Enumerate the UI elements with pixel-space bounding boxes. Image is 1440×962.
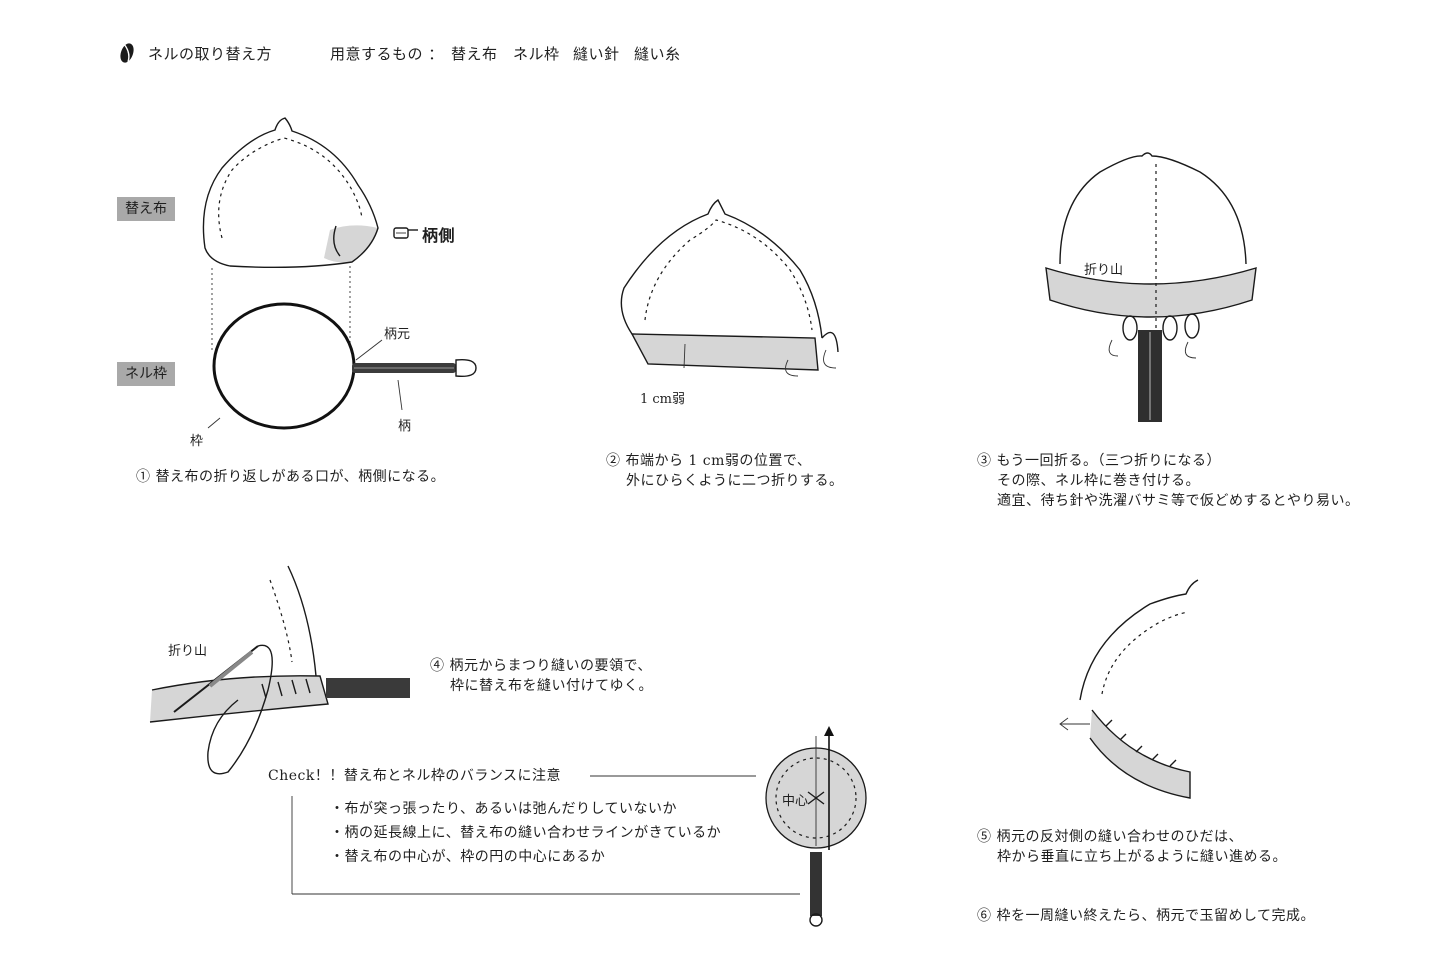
- figure3-triple-fold: [1046, 153, 1256, 422]
- handle-label: 柄: [398, 415, 411, 434]
- step-3: ③ もう一回折る。（三つ折りになる） その際、ネル枠に巻き付ける。 適宜、待ち針…: [977, 451, 1360, 511]
- step-text: 布端から 1 cm弱の位置で、: [625, 453, 811, 469]
- figure2-fold: [621, 200, 838, 376]
- step-2: ② 布端から 1 cm弱の位置で、 外にひらくように二つ折りする。: [606, 451, 844, 491]
- check-title: Check！！替え布とネル枠のバランスに注意: [268, 766, 561, 786]
- check-mini-diagram: [766, 726, 866, 926]
- width-label: 1 cm弱: [640, 388, 685, 407]
- material-item: 縫い糸: [634, 44, 681, 64]
- tag-flannel-frame: ネル枠: [117, 362, 175, 386]
- step-text: 枠を一周縫い終えたら、柄元で玉留めして完成。: [996, 908, 1315, 924]
- fold-label: 折り山: [168, 640, 207, 659]
- step-number: ①: [136, 469, 151, 485]
- step-number: ⑤: [977, 829, 992, 845]
- step-1: ① 替え布の折り返しがある口が、柄側になる。: [136, 467, 445, 487]
- step-text: もう一回折る。（三つ折りになる）: [996, 453, 1221, 469]
- fold-label: 折り山: [1084, 259, 1123, 278]
- step-text: 枠から垂直に立ち上がるように縫い進める。: [977, 847, 1287, 867]
- step-number: ③: [977, 453, 992, 469]
- step-text: 柄元の反対側の縫い合わせのひだは、: [996, 829, 1243, 845]
- center-label: 中心: [782, 790, 808, 809]
- check-item: ・柄の延長線上に、替え布の縫い合わせラインがきているか: [330, 823, 721, 843]
- step-text: 適宜、待ち針や洗濯バサミ等で仮どめするとやり易い。: [977, 491, 1360, 511]
- handle-side-label: 柄側: [422, 226, 455, 246]
- figure1-frame: [208, 304, 476, 428]
- check-item: ・替え布の中心が、枠の円の中心にあるか: [330, 847, 605, 867]
- material-item: 替え布: [451, 44, 498, 64]
- handle-base-label: 柄元: [384, 323, 410, 342]
- step-5: ⑤ 柄元の反対側の縫い合わせのひだは、 枠から垂直に立ち上がるように縫い進める。: [977, 827, 1287, 867]
- materials-prefix: 用意するもの ：: [330, 44, 444, 64]
- step-text: 枠に替え布を縫い付けてゆく。: [430, 676, 653, 696]
- frame-label: 枠: [190, 430, 203, 449]
- check-item: ・布が突っ張ったり、あるいは弛んだりしていないか: [330, 799, 677, 819]
- material-item: 縫い針: [573, 44, 620, 64]
- step-6: ⑥ 枠を一周縫い終えたら、柄元で玉留めして完成。: [977, 906, 1315, 926]
- figure5-pleat: [1060, 580, 1198, 798]
- figure1-cloth: [203, 118, 378, 352]
- step-number: ④: [430, 658, 445, 674]
- pointing-hand-icon: [394, 228, 418, 238]
- step-number: ⑥: [977, 908, 992, 924]
- step-text: その際、ネル枠に巻き付ける。: [977, 471, 1360, 491]
- material-item: ネル枠: [513, 44, 560, 64]
- page-title: ネルの取り替え方: [148, 44, 272, 64]
- tag-replacement-cloth: 替え布: [117, 197, 175, 221]
- figure4-sewing: [150, 566, 410, 774]
- step-text: 外にひらくように二つ折りする。: [606, 471, 844, 491]
- step-number: ②: [606, 453, 621, 469]
- step-4: ④ 柄元からまつり縫いの要領で、 枠に替え布を縫い付けてゆく。: [430, 656, 653, 696]
- coffee-bean-icon: [118, 42, 136, 65]
- step-text: 替え布の折り返しがある口が、柄側になる。: [155, 469, 445, 485]
- step-text: 柄元からまつり縫いの要領で、: [449, 658, 651, 674]
